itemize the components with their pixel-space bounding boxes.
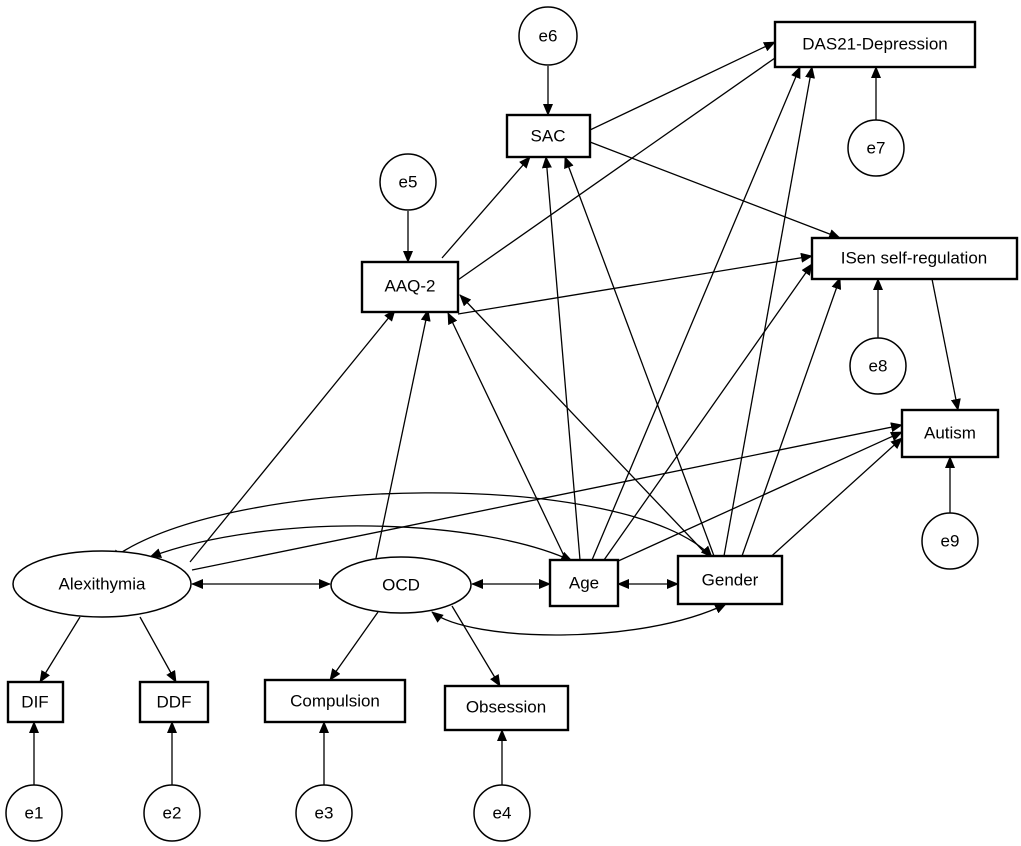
ddf-node: DDF xyxy=(138,680,210,724)
sac-label: SAC xyxy=(531,126,566,145)
edge-ocd-obsession xyxy=(451,605,501,687)
autism-label: Autism xyxy=(924,423,976,442)
edge-gender-das21 xyxy=(723,66,815,557)
compulsion-node: Compulsion xyxy=(263,678,407,724)
aaq2-label: AAQ-2 xyxy=(384,276,435,295)
edge-alexithymia-dif xyxy=(39,616,81,683)
age-label: Age xyxy=(569,573,599,592)
e5-label: e5 xyxy=(399,172,418,191)
isen-self-regulation-label: ISen self-regulation xyxy=(841,248,987,267)
e2-node: e2 xyxy=(143,784,201,842)
e4-label: e4 xyxy=(493,803,512,822)
obsession-label: Obsession xyxy=(466,697,546,716)
edge-age-aaq2 xyxy=(447,312,567,561)
edge-gender-sac xyxy=(564,156,715,557)
ddf-label: DDF xyxy=(157,692,192,711)
ocd-node: OCD xyxy=(330,556,472,614)
edge-age-autism xyxy=(615,431,903,563)
edge-alexithymia-autism xyxy=(191,422,903,571)
e7-label: e7 xyxy=(867,138,886,157)
e5-node: e5 xyxy=(379,153,437,211)
edge-ocd-compulsion xyxy=(329,611,379,681)
e3-label: e3 xyxy=(315,803,334,822)
obsession-node: Obsession xyxy=(443,684,570,732)
gender-node: Gender xyxy=(676,554,784,606)
edge-sac-das21 xyxy=(589,41,776,131)
e7-node: e7 xyxy=(847,119,905,177)
e4-node: e4 xyxy=(473,784,531,842)
edge-aaq2-sac xyxy=(441,156,531,259)
dif-node: DIF xyxy=(6,680,65,724)
edge-aaq2-isen xyxy=(457,252,813,315)
autism-node: Autism xyxy=(900,408,1000,459)
edge-sac-isen xyxy=(589,141,841,239)
edge-gender-aaq2 xyxy=(459,294,709,557)
cov-ocd-gender xyxy=(431,603,727,636)
edge-age-sac xyxy=(541,156,581,561)
edge-age-isen xyxy=(603,263,813,561)
age-node: Age xyxy=(548,558,620,608)
gender-label: Gender xyxy=(702,570,759,589)
edge-aaq2-das21 xyxy=(454,43,796,283)
e6-label: e6 xyxy=(539,26,558,45)
ocd-label: OCD xyxy=(382,575,420,594)
edge-ocd-aaq2 xyxy=(374,309,431,564)
edge-age-das21 xyxy=(591,66,801,561)
e9-node: e9 xyxy=(921,512,979,570)
das21-depression-node: DAS21-Depression xyxy=(773,20,977,69)
e8-label: e8 xyxy=(869,356,888,375)
e1-label: e1 xyxy=(25,803,44,822)
e3-node: e3 xyxy=(295,784,353,842)
edge-gender-autism xyxy=(753,437,903,573)
compulsion-label: Compulsion xyxy=(290,691,380,710)
e8-node: e8 xyxy=(849,337,907,395)
edge-alexithymia-aaq2 xyxy=(189,309,396,563)
das21-depression-label: DAS21-Depression xyxy=(802,34,948,53)
alexithymia-label: Alexithymia xyxy=(59,574,146,593)
isen-self-regulation-node: ISen self-regulation xyxy=(810,236,1019,281)
aaq2-node: AAQ-2 xyxy=(360,260,460,314)
e1-node: e1 xyxy=(5,784,63,842)
cov-alexithymia-gender xyxy=(109,492,713,561)
sac-node: SAC xyxy=(505,113,592,159)
cov-alexithymia-age xyxy=(149,525,573,562)
edge-alexithymia-ddf xyxy=(139,616,177,683)
e6-node: e6 xyxy=(518,6,578,66)
e2-label: e2 xyxy=(163,803,182,822)
e9-label: e9 xyxy=(941,531,960,550)
edges xyxy=(29,41,961,785)
edge-gender-isen xyxy=(741,277,842,557)
dif-label: DIF xyxy=(21,692,48,711)
edge-isen-autism xyxy=(931,278,961,411)
alexithymia-node: Alexithymia xyxy=(12,550,192,618)
